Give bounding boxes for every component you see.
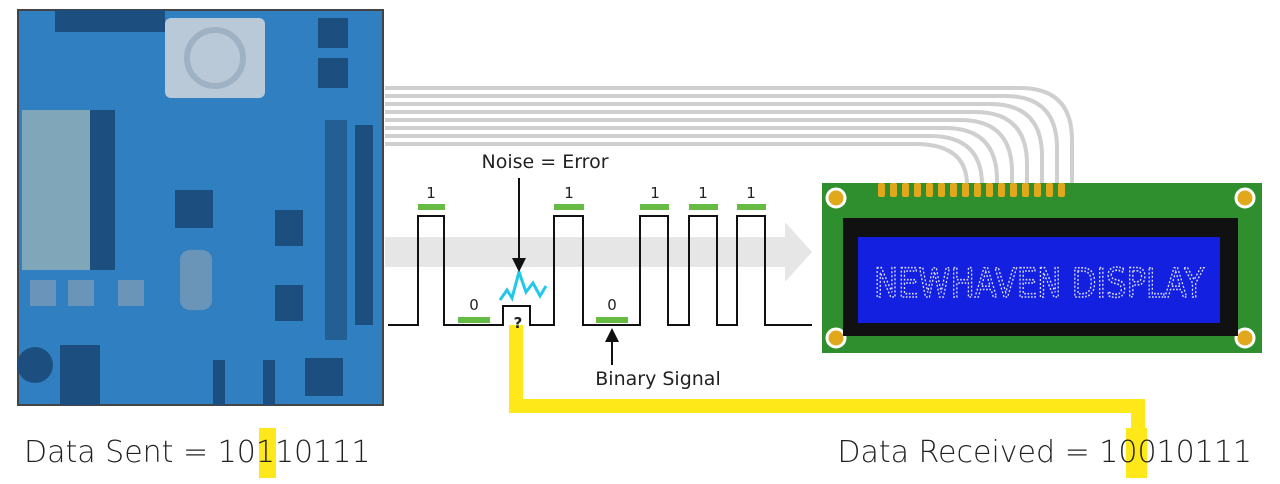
noise-label: Noise = Error xyxy=(481,151,608,173)
bit-label-4: 0 xyxy=(607,296,617,314)
received-error-bit: 0 xyxy=(1137,435,1156,470)
noise-arrow xyxy=(512,178,526,272)
board-image xyxy=(17,9,384,406)
bit-label-1: 1 xyxy=(426,184,436,202)
bit-label-7: 1 xyxy=(698,184,708,202)
bit-label-6: 1 xyxy=(650,184,660,202)
flow-arrow xyxy=(385,222,812,282)
binary-signal-waveform xyxy=(388,215,812,326)
bit-label-2: 0 xyxy=(469,296,479,314)
sent-highlight xyxy=(259,428,276,478)
noise-spike xyxy=(498,266,548,302)
data-sent-text: Data Sent = 10110111 xyxy=(24,435,370,470)
display-text: NEWHAVEN DISPLAY xyxy=(874,261,1204,307)
bit-markers xyxy=(418,204,766,323)
received-highlight xyxy=(1126,428,1147,478)
bit-label-8: 1 xyxy=(746,184,756,202)
lcd-display-image: NEWHAVEN DISPLAY xyxy=(822,183,1262,353)
sent-error-bit: 1 xyxy=(256,435,275,470)
error-trace xyxy=(509,325,1145,440)
noise-marker: ? xyxy=(514,314,523,332)
data-received-text: Data Received = 10010111 xyxy=(837,435,1252,470)
binary-signal-label: Binary Signal xyxy=(595,368,720,390)
binary-arrow xyxy=(605,328,619,365)
ribbon-cable xyxy=(385,86,1074,186)
bit-label-5: 1 xyxy=(564,184,574,202)
